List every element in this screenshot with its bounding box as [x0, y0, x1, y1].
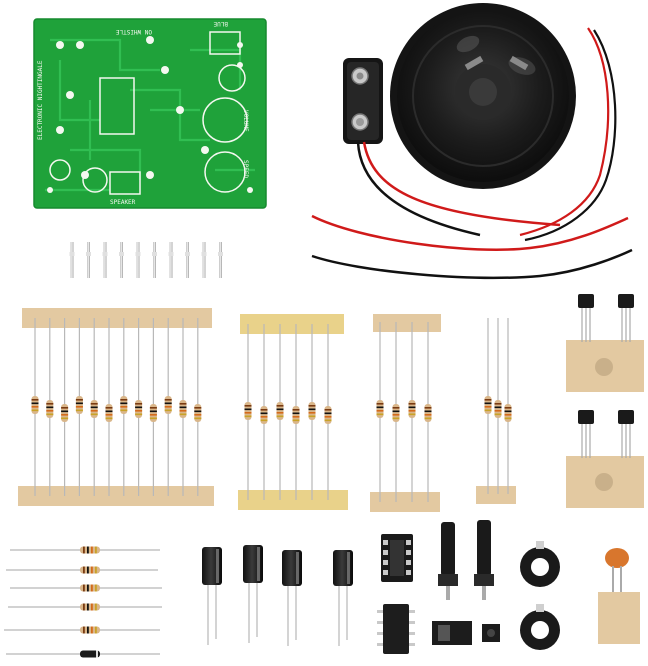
- resistor: [120, 318, 128, 496]
- resistor: [324, 324, 332, 500]
- loose-components: [4, 546, 162, 658]
- header-pin: [86, 242, 91, 278]
- pcb-board: ON WHISTLE BLUE ELECTRONIC NIGHTINGALE S…: [33, 18, 267, 209]
- resistor: [424, 322, 432, 502]
- transistor: [578, 410, 594, 458]
- resistor: [494, 318, 502, 494]
- ic-chip: [377, 604, 415, 654]
- resistor: [504, 318, 512, 494]
- resistor: [149, 318, 157, 496]
- transistors-bottom: [566, 410, 644, 508]
- pcb-label-speaker: SPEAKER: [110, 199, 136, 206]
- resistor: [135, 318, 143, 496]
- header-pins: [69, 242, 223, 278]
- pcb-label-top-right: BLUE: [213, 20, 228, 27]
- header-pin: [102, 242, 108, 278]
- header-pin: [69, 242, 75, 278]
- header-pin: [152, 242, 157, 278]
- resistor: [105, 318, 113, 496]
- resistor: [292, 324, 300, 500]
- resistor: [46, 318, 54, 496]
- resistor: [10, 584, 162, 592]
- transistor: [578, 294, 594, 342]
- resistor: [276, 324, 284, 500]
- diode: [6, 650, 160, 658]
- electrolytic-capacitors: [202, 545, 353, 646]
- resistor: [164, 318, 172, 496]
- electrolytic-capacitor: [243, 545, 263, 643]
- pcb-label-left: ELECTRONIC NIGHTINGALE: [37, 60, 44, 140]
- header-pin: [119, 242, 124, 278]
- electrolytic-capacitor: [202, 547, 222, 645]
- resistor: [408, 322, 416, 502]
- resistor: [194, 318, 202, 496]
- pcb-label-top-left: ON WHISTLE: [115, 28, 152, 35]
- resistor: [308, 324, 316, 500]
- resistor-bank-medium: [238, 314, 348, 510]
- header-pin: [168, 242, 174, 278]
- resistor: [31, 318, 39, 496]
- resistor: [4, 626, 160, 634]
- resistor: [179, 318, 187, 496]
- resistor: [8, 603, 162, 611]
- electrolytic-capacitor: [282, 550, 302, 646]
- transistors-top: [566, 294, 644, 392]
- resistor: [90, 318, 98, 496]
- header-pin: [135, 242, 141, 278]
- battery-clip: [343, 58, 561, 237]
- resistor-bank-large: [18, 308, 214, 506]
- pcb-label-volume: VOLUME: [242, 110, 249, 132]
- ceramic-capacitor: [598, 548, 640, 644]
- resistor: [484, 318, 492, 494]
- header-pin: [218, 242, 223, 278]
- potentiometer-shafts: [438, 520, 494, 600]
- resistor-bank-pair: [476, 318, 516, 504]
- resistor: [10, 546, 160, 554]
- electrolytic-capacitor: [333, 550, 353, 646]
- ic-socket: [381, 534, 413, 582]
- header-pin: [201, 242, 207, 278]
- resistor: [61, 318, 69, 496]
- resistor: [376, 322, 384, 502]
- transistor: [618, 410, 634, 458]
- transistor: [618, 294, 634, 342]
- push-button: [482, 624, 500, 642]
- resistor: [244, 324, 252, 500]
- resistor: [260, 324, 268, 500]
- resistor: [392, 322, 400, 502]
- trimmer-pots: [520, 541, 560, 650]
- resistor: [75, 318, 83, 496]
- header-pin: [185, 242, 190, 278]
- resistor: [6, 566, 158, 574]
- loose-wires: [311, 214, 633, 280]
- pcb-label-speed: SPEED: [242, 160, 249, 178]
- slide-switch: [432, 621, 472, 645]
- resistor-bank-small: [370, 314, 441, 512]
- speaker: [390, 3, 617, 242]
